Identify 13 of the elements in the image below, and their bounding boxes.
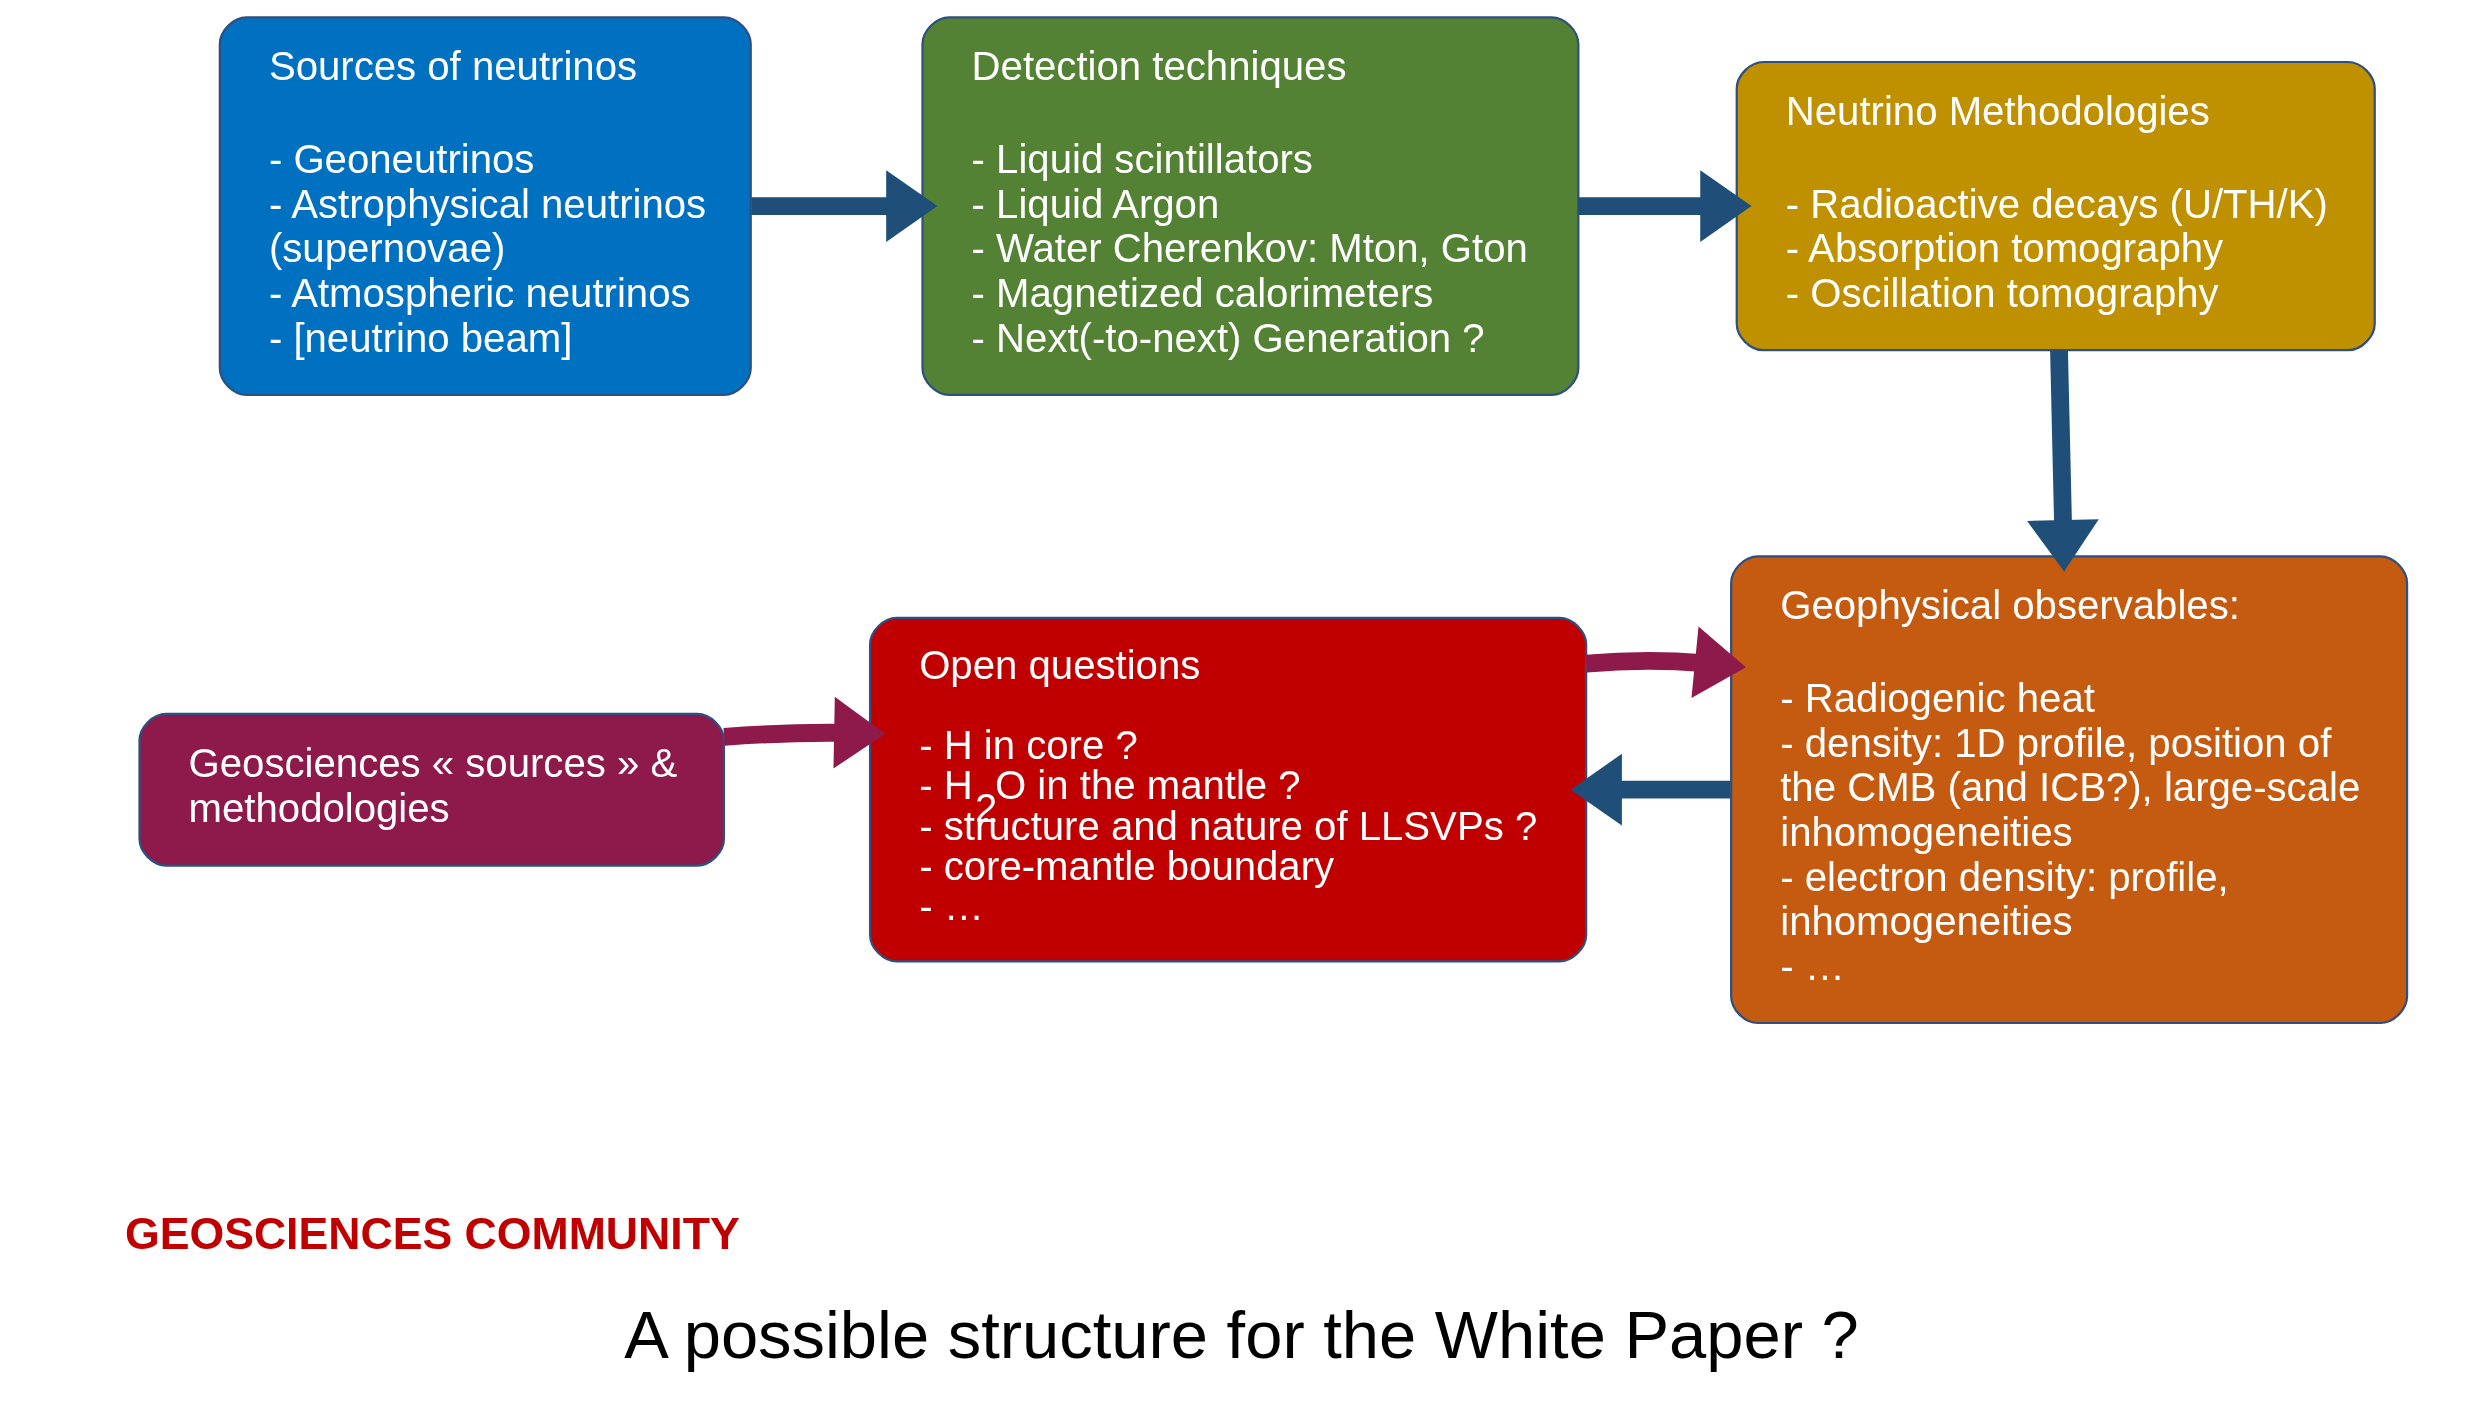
node-box: Neutrino Methodologies - Radioactive decays (U/TH/K) - Absorption tomography - Oscillation tomography [1735, 60, 2376, 352]
label: GEOSCIENCES COMMUNITY [125, 1208, 740, 1258]
diagram-title: A possible structure for the White Paper ? [624, 1297, 1859, 1373]
node-box: Detection techniques - Liquid scintillators - Liquid Argon - Water Cherenkov: Mton, Gton - Magnetized calorimeters - Next(-to-next) Generation ? [921, 16, 1580, 396]
arrow [1570, 753, 1731, 826]
arrow [723, 696, 886, 769]
arrow [751, 170, 938, 242]
arrow [1578, 170, 1752, 242]
node-box: Geophysical observables: - Radiogenic heat - density: 1D profile, position of the CMB (and ICB?), large-scale inhomogeneities - electron density: profile, inhomogeneities - … [1730, 555, 2409, 1025]
arrow [2027, 350, 2099, 572]
node-box: Sources of neutrinos - Geoneutrinos - Astrophysical neutrinos (supernovae) - Atmospheric neutrinos - [neutrino beam] [218, 16, 752, 396]
node-box: Geosciences « sources » & methodologies [138, 712, 726, 867]
arrow [1585, 626, 1746, 698]
